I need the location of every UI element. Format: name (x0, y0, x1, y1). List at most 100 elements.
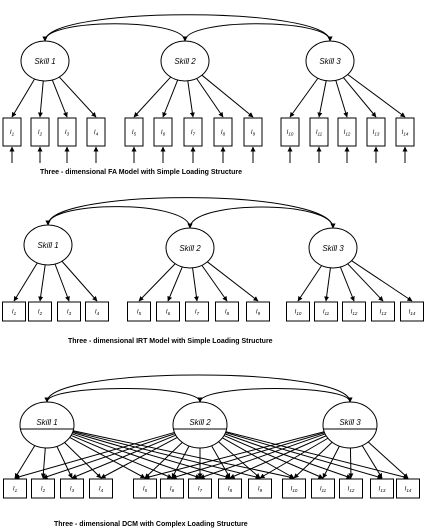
skill-label: Skill 3 (319, 57, 341, 66)
item-box (396, 478, 420, 499)
skill-label: Skill 2 (174, 57, 196, 66)
skill-node-1: Skill 1 (20, 40, 70, 82)
correlation-arc-1-2 (42, 23, 188, 42)
item-node-3: I3 (57, 117, 77, 163)
item-box (248, 478, 272, 499)
item-label: I7 (191, 130, 196, 137)
loading-arrow (317, 80, 327, 118)
loading-arrow (348, 447, 354, 479)
skill-ellipse (305, 40, 355, 82)
item-label: I1 (10, 130, 15, 137)
item-node-1: I1 (2, 117, 22, 163)
correlation-arc-2-3 (197, 388, 353, 403)
skill-label: Skill 3 (339, 418, 361, 427)
loading-arrow (54, 263, 70, 302)
item-box (370, 478, 394, 499)
panel-1-caption: Three - dimensional FA Model with Simple… (40, 169, 242, 176)
loading-arrow (207, 261, 259, 302)
skill-node-1: Skill 1 (23, 224, 73, 266)
item-box (124, 117, 144, 147)
item-label: I10 (287, 130, 294, 137)
panel-2-caption: Three - dimensional IRT Model with Simpl… (68, 338, 273, 345)
item-label: I3 (65, 130, 70, 137)
loading-arrow (322, 445, 340, 479)
loading-arrow (335, 80, 349, 118)
loading-arrow (218, 441, 261, 479)
item-node-8: I8 (213, 117, 233, 163)
item-label: I7 (195, 310, 200, 317)
item-label: I9 (256, 310, 261, 317)
item-node-14: I14 (395, 117, 415, 163)
loading-arrow (144, 431, 325, 480)
loading-arrow (343, 77, 377, 118)
skill-ellipse (165, 227, 215, 269)
loading-arrow (211, 445, 231, 479)
item-node-4: I4 (85, 301, 109, 322)
item-node-10: I10 (280, 117, 300, 163)
item-label: I11 (316, 130, 323, 137)
item-label: I14 (402, 130, 409, 137)
item-box (395, 117, 415, 147)
item-label: I5 (137, 310, 142, 317)
item-label: I11 (323, 310, 330, 317)
item-node-5: I5 (124, 117, 144, 163)
skill-label: Skill 2 (189, 418, 211, 427)
item-box (371, 301, 395, 322)
loading-arrow (64, 442, 102, 479)
loading-arrow (162, 79, 179, 118)
item-label: I4 (94, 130, 99, 137)
loading-arrow (187, 80, 195, 118)
item-node-14: I14 (396, 478, 420, 499)
skill-label: Skill 2 (179, 244, 201, 253)
correlation-arc-1-3 (44, 374, 353, 403)
item-node-13: I13 (366, 117, 386, 163)
item-box (213, 117, 233, 147)
item-node-3: I3 (57, 301, 81, 322)
item-label: I11 (320, 487, 327, 494)
item-label: I2 (38, 130, 43, 137)
item-box (156, 301, 180, 322)
loading-arrow (339, 266, 355, 302)
loading-arrow (167, 266, 183, 302)
correlation-arc-1-3 (45, 197, 336, 229)
loading-arrow (351, 260, 413, 302)
item-node-2: I2 (30, 117, 50, 163)
item-box (246, 301, 270, 322)
item-node-7: I7 (188, 478, 212, 499)
correlation-arc-1-2 (45, 206, 193, 229)
skill-node-3: Skill 3 (322, 401, 378, 449)
item-node-11: I11 (314, 301, 338, 322)
item-node-8: I8 (215, 301, 239, 322)
loading-arrow (347, 263, 384, 302)
item-box (30, 117, 50, 147)
item-label: I1 (12, 310, 17, 317)
item-label: I13 (379, 487, 386, 494)
item-node-11: I11 (311, 478, 335, 499)
skill-node-3: Skill 3 (305, 40, 355, 82)
item-node-5: I5 (127, 301, 151, 322)
item-label: I9 (251, 130, 256, 137)
item-node-2: I2 (31, 478, 55, 499)
item-box (57, 301, 81, 322)
loading-arrow (38, 264, 46, 302)
skill-node-2: Skill 2 (172, 401, 228, 449)
loading-arrow (293, 441, 333, 479)
loading-arrow (42, 433, 176, 479)
loading-arrow (199, 433, 326, 479)
item-node-5: I5 (133, 478, 157, 499)
item-label: I10 (291, 487, 298, 494)
item-box (60, 478, 84, 499)
skill-label: Skill 3 (322, 244, 344, 253)
loading-arrow (71, 433, 201, 479)
item-box (133, 478, 157, 499)
item-box (86, 117, 106, 147)
loading-arrow (361, 445, 383, 479)
item-box (85, 301, 109, 322)
loading-arrow (69, 437, 146, 479)
item-box (400, 301, 424, 322)
item-box (311, 478, 335, 499)
item-box (218, 478, 242, 499)
item-box (57, 117, 77, 147)
